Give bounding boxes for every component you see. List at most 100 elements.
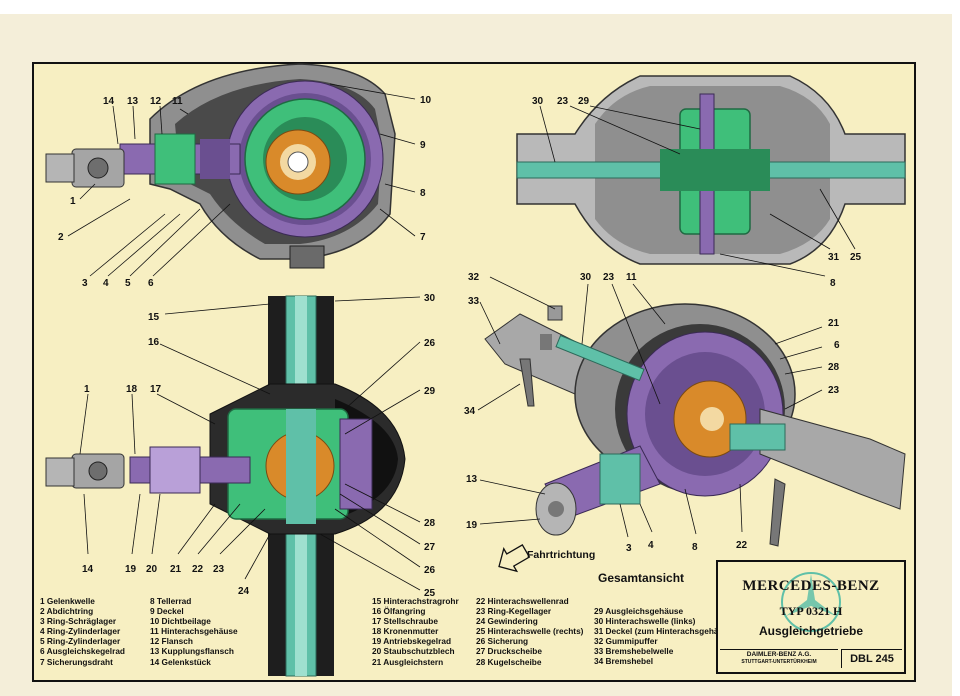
legend-item: 3 Ring-Schräglager [40, 616, 117, 627]
callout-18: 18 [126, 384, 138, 395]
callout-20: 20 [146, 564, 158, 575]
callout-14b: 14 [82, 564, 94, 575]
view-top-left-section: 10 9 8 7 11 12 13 14 1 2 3 4 5 6 [45, 63, 432, 289]
legend-item: 16 Ölfangring [372, 606, 426, 617]
differential-illustration: 10 9 8 7 11 12 13 14 1 2 3 4 5 6 [45, 63, 906, 677]
legend-item: 1 Gelenkwelle [40, 596, 95, 606]
callout-32: 32 [468, 272, 480, 283]
callout-23d: 23 [828, 385, 840, 396]
callout-14: 14 [103, 96, 115, 107]
callout-8: 8 [420, 188, 426, 199]
callout-21: 21 [170, 564, 182, 575]
callout-7: 7 [420, 232, 426, 243]
callout-24: 24 [238, 586, 250, 597]
callout-12: 12 [150, 96, 162, 107]
legend-item: 13 Kupplungsflansch [150, 646, 234, 657]
callout-17: 17 [150, 384, 162, 395]
legend-item: 17 Stellschraube [372, 616, 438, 627]
callout-26b: 26 [424, 565, 436, 576]
sheet-code: DBL 245 [841, 649, 902, 668]
callout-9: 9 [420, 140, 426, 151]
callout-5: 5 [125, 278, 131, 289]
legend-item: 9 Deckel [150, 606, 184, 617]
legend-item: 29 Ausgleichsgehäuse [594, 606, 684, 616]
callout-4b: 4 [648, 540, 654, 551]
legend-column-1: 1 Gelenkwelle 2 Abdichtring 3 Ring-Schrä… [40, 596, 125, 667]
legend-item: 4 Ring-Zylinderlager [40, 626, 121, 637]
callout-31: 31 [828, 252, 840, 263]
callout-13: 13 [127, 96, 139, 107]
callout-4: 4 [103, 278, 109, 289]
legend-item: 28 Kugelscheibe [476, 656, 542, 667]
callout-23b: 23 [213, 564, 225, 575]
callout-2: 2 [58, 232, 64, 243]
callout-22: 22 [192, 564, 204, 575]
callout-19: 19 [125, 564, 137, 575]
callout-29b: 29 [424, 386, 436, 397]
callout-33: 33 [468, 296, 480, 307]
callout-23c: 23 [603, 272, 615, 283]
callout-1: 1 [70, 196, 76, 207]
callout-11b: 11 [626, 272, 637, 283]
legend-column-4: 22 Hinterachswellenrad 23 Ring-Kegellage… [476, 596, 583, 667]
callout-3b: 3 [626, 543, 632, 554]
legend-item: 33 Bremshebelwelle [594, 646, 674, 657]
brand-name: MERCEDES-BENZ [742, 578, 880, 594]
callout-10: 10 [420, 95, 432, 106]
legend-item: 30 Hinterachswelle (links) [594, 616, 696, 627]
callout-26: 26 [424, 338, 436, 349]
callout-21b: 21 [828, 318, 840, 329]
legend-item: 19 Antriebskegelrad [372, 636, 452, 647]
callout-22b: 22 [736, 540, 748, 551]
legend-item: 27 Druckscheibe [476, 646, 542, 657]
legend-item: 8 Tellerrad [150, 596, 192, 606]
view-bottom-right-overview: 32 33 30 23 11 21 6 28 23 34 13 19 3 4 8… [464, 272, 906, 573]
legend-item: 18 Kronenmutter [372, 626, 439, 637]
legend-item: 26 Sicherung [476, 636, 529, 647]
legend-item: 12 Flansch [150, 636, 193, 647]
legend-item: 6 Ausgleichskegelrad [40, 646, 126, 657]
maker-name: DAIMLER-BENZ A.G. [746, 651, 812, 658]
callout-19b: 19 [466, 520, 478, 531]
legend-column-5: 29 Ausgleichsgehäuse 30 Hinterachswelle … [594, 606, 736, 667]
callout-6: 6 [148, 278, 154, 289]
callout-13b: 13 [466, 474, 478, 485]
legend-item: 32 Gummipuffer [594, 636, 658, 647]
legend-item: 34 Bremshebel [594, 656, 654, 667]
callout-29: 29 [578, 96, 590, 107]
legend-column-2: 8 Tellerrad 9 Deckel 10 Dichtbeilage 11 … [150, 596, 238, 667]
legend-item: 21 Ausgleichstern [372, 656, 444, 667]
callout-27: 27 [424, 542, 436, 553]
callout-11: 11 [172, 96, 183, 107]
callout-8b: 8 [830, 278, 836, 289]
view-bottom-left-section: 15 30 16 26 1 18 17 29 14 19 20 21 22 23… [45, 293, 436, 677]
callout-25b: 25 [424, 588, 436, 599]
legend-item: 15 Hinterachstragrohr [372, 596, 459, 606]
callout-25: 25 [850, 252, 862, 263]
legend-item: 7 Sicherungsdraht [40, 656, 113, 667]
callout-34: 34 [464, 406, 476, 417]
callout-30c: 30 [580, 272, 592, 283]
subject-title: Ausgleichgetriebe [758, 624, 864, 638]
overview-label: Gesamtansicht [598, 571, 685, 585]
callout-28: 28 [424, 518, 436, 529]
legend-item: 23 Ring-Kegellager [476, 606, 552, 617]
drawing-sheet: 10 9 8 7 11 12 13 14 1 2 3 4 5 6 [0, 14, 952, 696]
callout-1b: 1 [84, 384, 90, 395]
model-type: TYP 0321 H [779, 604, 843, 618]
callout-16: 16 [148, 337, 160, 348]
maker-block: DAIMLER-BENZ A.G. STUTTGART-UNTERTÜRKHEI… [720, 649, 838, 668]
callout-30b: 30 [424, 293, 436, 304]
direction-label: Fahrtrichtung [527, 549, 596, 561]
callout-15: 15 [148, 312, 160, 323]
legend-item: 31 Deckel (zum Hinterachsgehäuse) [594, 626, 736, 637]
title-block: MERCEDES-BENZ TYP 0321 H Ausgleichgetrie… [716, 560, 906, 674]
legend-item: 11 Hinterachsgehäuse [150, 626, 238, 637]
legend-item: 25 Hinterachswelle (rechts) [476, 626, 584, 637]
legend-item: 2 Abdichtring [40, 606, 94, 617]
view-top-right-housing: 30 23 29 31 25 8 [516, 75, 906, 289]
three-pointed-star-icon [781, 572, 841, 632]
callout-23: 23 [557, 96, 569, 107]
legend-item: 20 Staubschutzblech [372, 646, 455, 657]
legend-item: 14 Gelenkstück [150, 656, 211, 667]
